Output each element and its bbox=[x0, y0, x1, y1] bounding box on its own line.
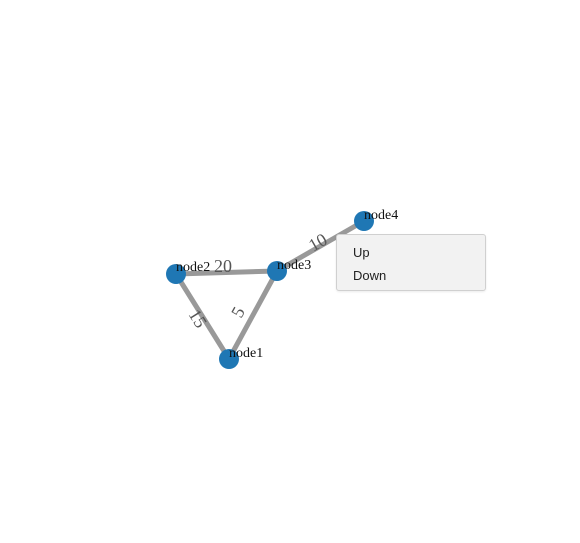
node-label-node4: node4 bbox=[364, 208, 398, 223]
edge-node3-node1 bbox=[226, 268, 280, 362]
node-label-node2: node2 bbox=[176, 260, 210, 275]
edge-node3-node4 bbox=[274, 218, 367, 274]
node-node3[interactable] bbox=[267, 261, 287, 281]
menu-item-down[interactable]: Down bbox=[353, 268, 387, 283]
edge-label-layer: 20 15 5 10 bbox=[185, 229, 331, 331]
node-layer bbox=[166, 211, 374, 369]
edge-layer bbox=[173, 218, 367, 362]
node-node4[interactable] bbox=[354, 211, 374, 231]
menu-item-up[interactable]: Up bbox=[353, 245, 370, 260]
edge-label-node3-node1: 5 bbox=[227, 303, 249, 321]
edge-node2-node1 bbox=[173, 271, 232, 362]
node-label-node1: node1 bbox=[229, 346, 263, 361]
node-node2[interactable] bbox=[166, 264, 186, 284]
node-label-node3: node3 bbox=[277, 258, 311, 273]
edge-label-node2-node3: 20 bbox=[214, 256, 232, 276]
node-node1[interactable] bbox=[219, 349, 239, 369]
context-menu: Up Down bbox=[336, 234, 486, 291]
node-label-layer: node1 node2 node3 node4 bbox=[176, 208, 398, 361]
edge-node2-node3 bbox=[173, 268, 280, 277]
